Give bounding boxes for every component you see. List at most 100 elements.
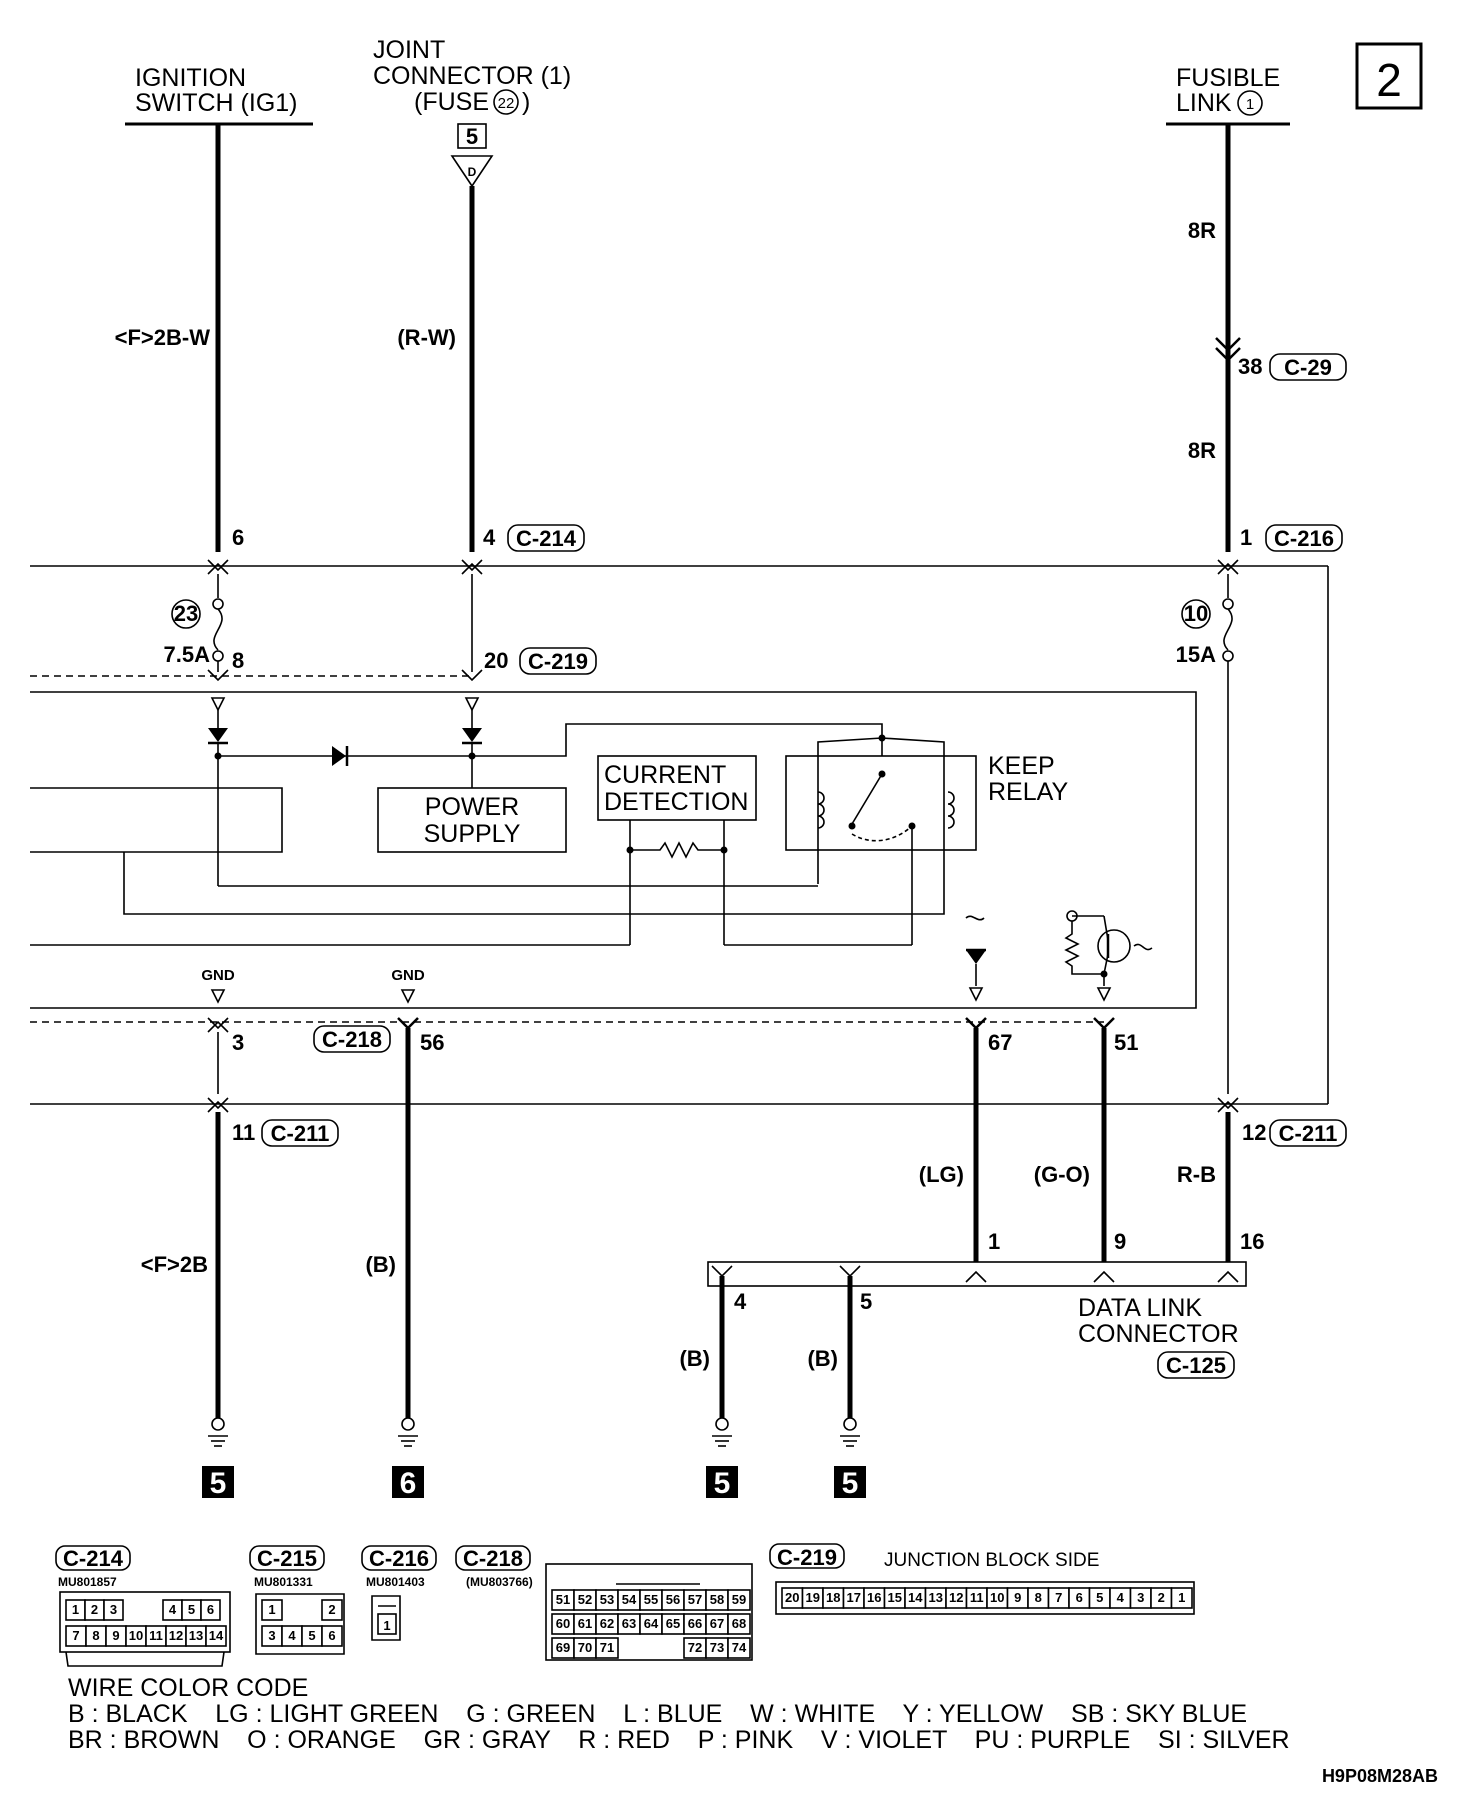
svg-text:C-216: C-216 (1274, 526, 1334, 551)
connector-cell-label: 5 (1096, 1590, 1103, 1605)
connector-cell (205, 1625, 227, 1647)
joint-fuse-number: 22 (498, 95, 515, 112)
wire-label-dlc5: (B) (807, 1346, 838, 1371)
connector-cell-label: 1 (72, 1602, 79, 1617)
connector-cell-label: 5 (188, 1602, 195, 1617)
connector-cell-label: 11 (149, 1628, 163, 1643)
svg-text:C-216: C-216 (369, 1546, 429, 1571)
connector-cell-label: 65 (666, 1616, 680, 1631)
svg-text:MU801331: MU801331 (254, 1575, 313, 1589)
keep-relay-block (785, 755, 977, 851)
power-supply-line2: SUPPLY (424, 820, 521, 848)
pin-c214-ign: 6 (232, 525, 244, 550)
connector-cell-label: 63 (622, 1616, 636, 1631)
svg-text:C-29: C-29 (1284, 355, 1332, 380)
wire-label-8r-upper: 8R (1188, 218, 1216, 243)
wire-label-rb: R-B (1177, 1162, 1216, 1187)
connector-cell-label: 18 (826, 1590, 840, 1605)
data-link-line1: DATA LINK (1078, 1294, 1202, 1322)
pin-dlc-5: 5 (860, 1289, 872, 1314)
svg-text:C-219: C-219 (528, 649, 588, 674)
keep-relay-line2: RELAY (988, 778, 1068, 806)
ground-symbol-3: 5 (706, 1417, 738, 1500)
pull-up-resistor (1064, 921, 1105, 986)
diode-1 (208, 728, 228, 742)
svg-text:MU801403: MU801403 (366, 1575, 425, 1589)
connector-cell-label: 53 (600, 1592, 614, 1607)
connector-cell-label: 69 (556, 1640, 570, 1655)
connector-cell-label: 17 (847, 1590, 861, 1605)
connector-cell-label: 12 (169, 1628, 183, 1643)
svg-text:7.5A: 7.5A (164, 642, 211, 667)
connector-cell-label: 59 (732, 1592, 746, 1607)
pin-dlc-1: 1 (988, 1229, 1000, 1254)
connector-cell-label: 9 (112, 1628, 119, 1643)
ground-symbol-2: 6 (392, 1417, 424, 1500)
svg-text:C-219: C-219 (777, 1545, 837, 1570)
connector-cell-label: 68 (732, 1616, 746, 1631)
gnd-label-2: GND (391, 967, 425, 984)
connector-cell-label: 55 (644, 1592, 658, 1607)
svg-text:(MU803766): (MU803766) (466, 1575, 533, 1589)
fuse-23: 23 7.5A (164, 598, 224, 667)
connector-cell-label: 72 (688, 1640, 702, 1655)
wire-label-dlc4: (B) (679, 1346, 710, 1371)
chevron-4 (461, 559, 483, 575)
connector-cell-label: 4 (1117, 1590, 1125, 1605)
ground-symbol-1: 5 (202, 1417, 234, 1500)
connector-cell-label: 2 (328, 1602, 335, 1617)
svg-text:MU801857: MU801857 (58, 1575, 117, 1589)
joint-ref-box (457, 123, 487, 149)
connector-cell (200, 1599, 221, 1621)
connector-cell (261, 1599, 283, 1621)
keep-relay-line1: KEEP (988, 752, 1055, 780)
connector-cell-label: 7 (1055, 1590, 1062, 1605)
current-detection-line1: CURRENT (604, 761, 726, 789)
connector-cell (727, 1589, 751, 1611)
connector-cell (727, 1637, 751, 1659)
connector-cell-label: 14 (209, 1628, 224, 1643)
ignition-switch-label: IGNITION SWITCH (IG1) (125, 64, 313, 126)
relay-coil-left (817, 791, 825, 829)
connector-c211-right: C-211 (1269, 1119, 1347, 1147)
junction-block-side-label: JUNCTION BLOCK SIDE (884, 1550, 1099, 1571)
gnd-label-1: GND (201, 967, 235, 984)
pin-c29: 38 (1238, 354, 1262, 379)
connector-cell-label: 1 (268, 1602, 275, 1617)
pin-67: 67 (988, 1030, 1012, 1055)
joint-connector-label: JOINT CONNECTOR (1) (FUSE 22 ) 5 D (373, 36, 571, 188)
connector-c211-left: C-211 (261, 1119, 339, 1147)
connector-cell (321, 1625, 343, 1647)
svg-text:10: 10 (1184, 601, 1208, 626)
connector-cell-label: 5 (308, 1628, 315, 1643)
connector-cell-label: 3 (268, 1628, 275, 1643)
ground-symbol-4: 5 (834, 1417, 866, 1500)
connector-cell-label: 11 (970, 1590, 984, 1605)
connector-cell-label: 54 (622, 1592, 637, 1607)
connector-cell-label: 12 (949, 1590, 963, 1605)
data-link-line2: CONNECTOR (1078, 1320, 1239, 1348)
legend-title: WIRE COLOR CODE (68, 1674, 308, 1702)
pin-dlc-16: 16 (1240, 1229, 1264, 1254)
pin-51: 51 (1114, 1030, 1138, 1055)
signal-symbol (965, 915, 985, 921)
connector-cell-label: 19 (806, 1590, 820, 1605)
connector-cell-label: 8 (92, 1628, 99, 1643)
connector-cell-label: 10 (129, 1628, 143, 1643)
connector-cell-label: 6 (328, 1628, 335, 1643)
svg-text:C-218: C-218 (322, 1027, 382, 1052)
connector-cell-label: 2 (91, 1602, 98, 1617)
wire-label-b: (B) (365, 1252, 396, 1277)
connector-c218: C-218 (313, 1025, 391, 1053)
connector-cell (595, 1637, 619, 1659)
connector-cell-label: 13 (929, 1590, 943, 1605)
shunt-resistor (630, 841, 724, 859)
current-detection-line2: DETECTION (604, 788, 748, 816)
chevron-6 (207, 559, 229, 575)
connector-cell-label: 56 (666, 1592, 680, 1607)
svg-text:15A: 15A (1176, 642, 1216, 667)
